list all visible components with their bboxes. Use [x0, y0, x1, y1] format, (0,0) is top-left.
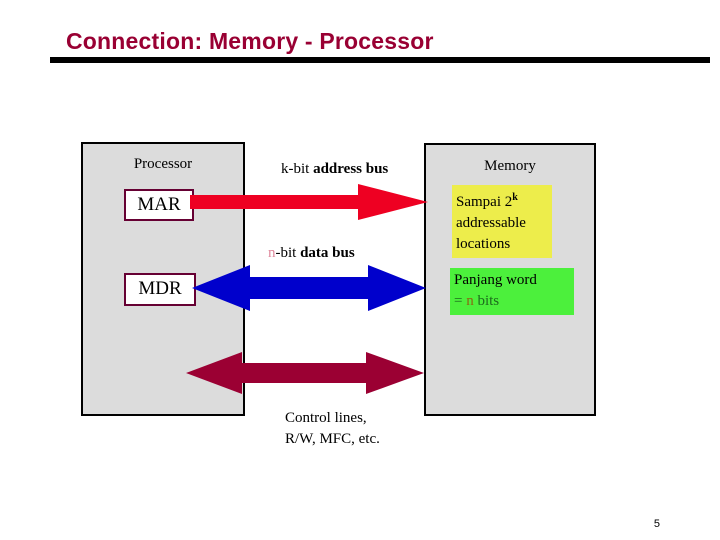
- address-bus-name: address bus: [313, 161, 389, 177]
- wordlength-equals: =: [454, 293, 463, 309]
- capacity-line1-prefix: Sampai 2: [456, 194, 513, 210]
- data-bus-variable-n: n: [268, 245, 276, 261]
- capacity-exponent-k: k: [512, 192, 518, 203]
- capacity-line3: locations: [456, 236, 511, 252]
- page-number: 5: [653, 518, 660, 530]
- address-bus-prefix: k-bit: [281, 161, 314, 177]
- memory-box: Memory Sampai 2k addressable locations Pan…: [424, 143, 596, 416]
- processor-label: Processor: [133, 156, 193, 172]
- register-mar: MAR: [124, 189, 194, 221]
- processor-box: Processor MAR MDR: [81, 142, 245, 416]
- control-bus-label: Control lines, R/W, MFC, etc.: [285, 408, 380, 450]
- memory-label: Memory: [484, 158, 536, 174]
- wordlength-variable-n: n: [466, 293, 474, 309]
- memory-capacity-note: Sampai 2k addressable locations: [452, 185, 552, 258]
- memory-wordlength-note: Panjang word = n bits: [450, 268, 574, 315]
- address-bus-label: k-bit address bus: [281, 161, 388, 178]
- title-divider: [50, 57, 710, 63]
- control-bus-line1: Control lines,: [285, 410, 367, 426]
- data-bus-name: data bus: [300, 245, 355, 261]
- page-title: Connection: Memory - Processor: [66, 28, 434, 54]
- register-mdr: MDR: [124, 273, 196, 306]
- data-bus-prefix-rest: -bit: [275, 245, 301, 261]
- data-bus-label: n-bit data bus: [268, 245, 355, 262]
- capacity-line2: addressable: [456, 215, 526, 231]
- wordlength-unit: bits: [477, 293, 500, 309]
- wordlength-line1: Panjang word: [454, 272, 537, 288]
- control-bus-line2: R/W, MFC, etc.: [285, 431, 380, 447]
